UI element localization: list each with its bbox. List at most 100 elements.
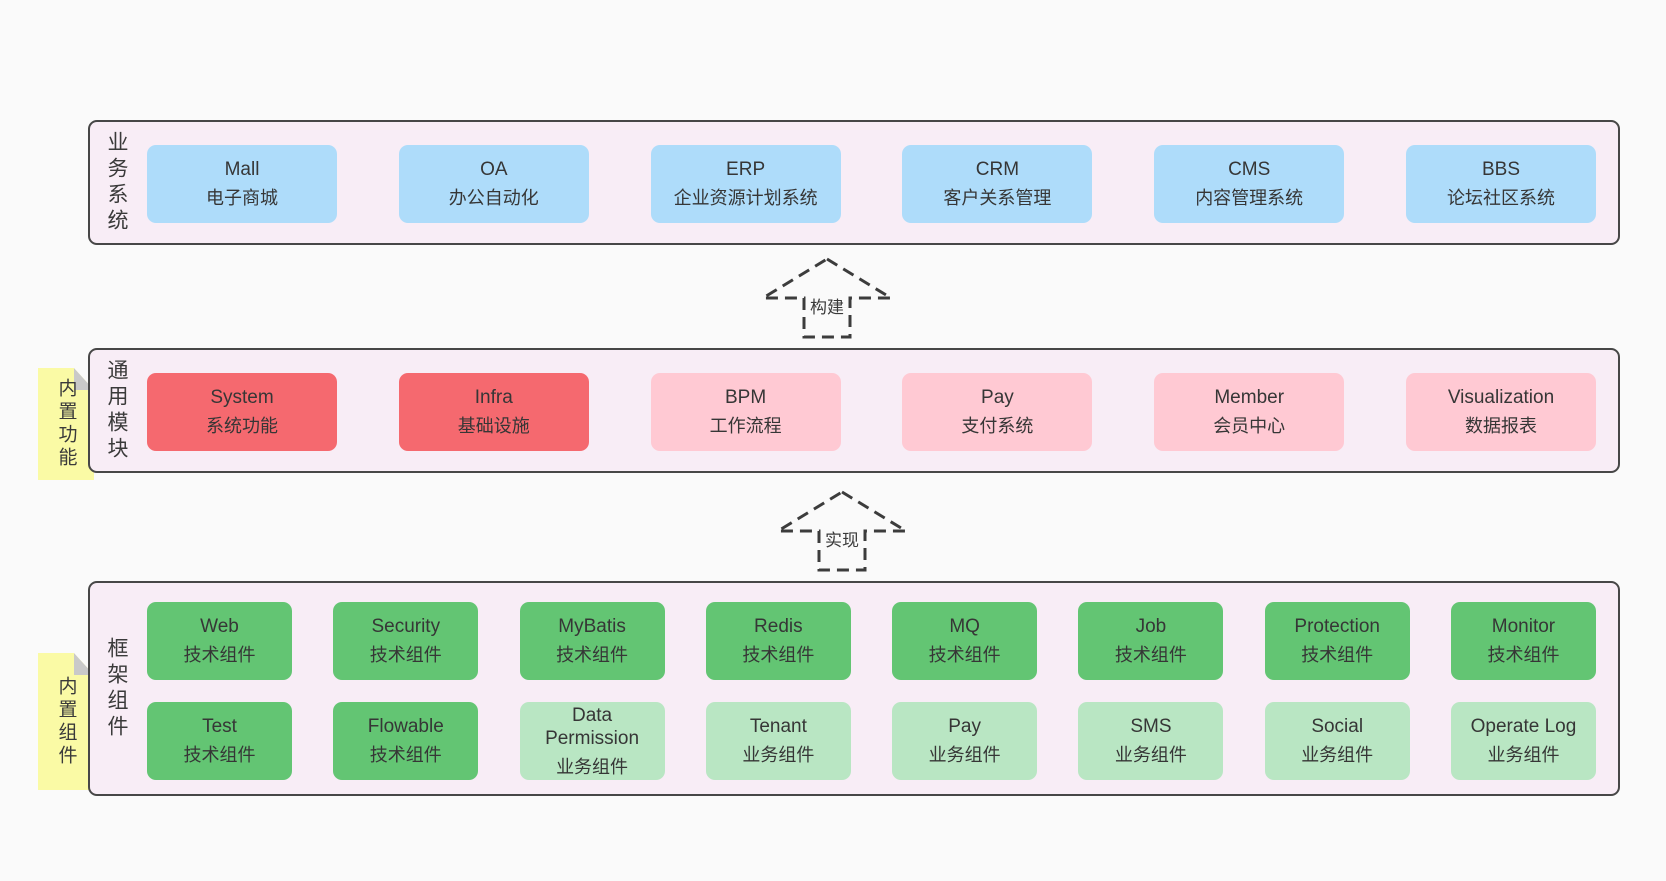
module-desc: 技术组件 (183, 645, 256, 666)
sticky-label: 内置组件 (55, 675, 77, 768)
module-box-protection: Protection 技术组件 (1264, 602, 1410, 680)
module-box-system: System 系统功能 (147, 373, 337, 451)
module-desc: 会员中心 (1213, 416, 1286, 437)
module-box-member: Member 会员中心 (1154, 373, 1345, 451)
module-desc: 业务组件 (1487, 745, 1560, 766)
module-desc: 工作流程 (709, 416, 782, 437)
module-desc: 技术组件 (556, 645, 629, 666)
module-box-sms: SMS 业务组件 (1078, 702, 1224, 780)
module-desc: 技术组件 (1301, 645, 1374, 666)
module-name: MQ (949, 616, 980, 638)
module-box-security: Security 技术组件 (333, 602, 479, 680)
module-box-tenant: Tenant 业务组件 (705, 702, 851, 780)
module-desc: 业务组件 (1301, 745, 1374, 766)
module-box-cms: CMS 内容管理系统 (1154, 145, 1345, 223)
module-name: CRM (975, 159, 1020, 181)
module-name: MyBatis (558, 616, 626, 638)
module-desc: 技术组件 (183, 745, 256, 766)
module-box-mall: Mall 电子商城 (147, 145, 337, 223)
module-box-monitor: Monitor 技术组件 (1450, 602, 1596, 680)
band-label: 框架组件 (105, 636, 128, 741)
module-name: Data Permission (545, 704, 640, 750)
module-box-mybatis: MyBatis 技术组件 (519, 602, 665, 680)
module-name: Security (371, 616, 441, 638)
module-desc: 基础设施 (457, 416, 530, 437)
arrow-label: 构建 (806, 292, 848, 319)
module-name: BPM (725, 387, 767, 409)
module-name: Job (1135, 616, 1167, 638)
module-desc: 技术组件 (1114, 645, 1187, 666)
module-box-job: Job 技术组件 (1078, 602, 1224, 680)
module-desc: 技术组件 (928, 645, 1001, 666)
module-desc: 技术组件 (742, 645, 815, 666)
module-box-web: Web 技术组件 (147, 602, 292, 680)
module-desc: 业务组件 (1114, 745, 1187, 766)
module-name: Flowable (367, 716, 444, 738)
module-name: Monitor (1491, 616, 1556, 638)
module-box-erp: ERP 企业资源计划系统 (650, 145, 841, 223)
module-desc: 论坛社区系统 (1446, 188, 1555, 209)
module-name: SMS (1130, 716, 1172, 738)
module-name: Member (1214, 387, 1285, 409)
module-box-bbs: BBS 论坛社区系统 (1405, 145, 1596, 223)
up-arrow-icon (757, 257, 897, 339)
module-name: System (210, 387, 274, 409)
module-desc: 业务组件 (556, 757, 629, 777)
implement-arrow: 实现 (772, 489, 912, 573)
module-box-mq: MQ 技术组件 (892, 602, 1038, 680)
module-desc: 技术组件 (1487, 645, 1560, 666)
module-desc: 业务组件 (928, 745, 1001, 766)
band-common-modules: 通用模块 System 系统功能 Infra 基础设施 BPM 工作流程 Pay 支付系统 Me… (88, 348, 1620, 473)
module-box-flowable: Flowable 技术组件 (333, 702, 479, 780)
module-name: BBS (1481, 159, 1520, 181)
module-desc: 电子商城 (206, 188, 278, 209)
module-desc: 技术组件 (369, 745, 442, 766)
module-box-data-permission: Data Permission 业务组件 (519, 702, 665, 780)
module-desc: 系统功能 (206, 416, 278, 437)
band-framework-components: 框架组件 Web 技术组件 Security 技术组件 MyBatis 技术组件 Redis… (88, 581, 1620, 796)
module-name: CMS (1228, 159, 1271, 181)
module-name: Mall (224, 159, 260, 181)
module-name: Social (1311, 716, 1364, 738)
module-box-pay: Pay 业务组件 (892, 702, 1038, 780)
module-box-infra: Infra 基础设施 (398, 373, 589, 451)
module-desc: 内容管理系统 (1195, 188, 1304, 209)
module-name: ERP (726, 159, 766, 181)
module-desc: 技术组件 (369, 645, 442, 666)
module-name: OA (480, 159, 508, 181)
module-desc: 业务组件 (742, 745, 815, 766)
module-desc: 企业资源计划系统 (673, 188, 818, 209)
module-name: Pay (981, 387, 1014, 409)
module-name: Redis (754, 616, 803, 638)
module-box-pay: Pay 支付系统 (902, 373, 1093, 451)
band-label: 业务系统 (105, 130, 128, 235)
module-name: Protection (1294, 616, 1380, 638)
sticky-label: 内置功能 (55, 378, 77, 470)
module-box-crm: CRM 客户关系管理 (902, 145, 1093, 223)
band-label: 通用模块 (105, 358, 128, 463)
arrow-label: 实现 (821, 525, 863, 552)
module-desc: 数据报表 (1464, 416, 1537, 437)
module-name: Web (200, 616, 239, 638)
sticky-note-builtin-components: 内置组件 (38, 653, 94, 790)
module-name: Infra (474, 387, 513, 409)
module-name: Pay (948, 716, 981, 738)
up-arrow-icon (772, 490, 912, 572)
module-name: Visualization (1447, 387, 1555, 409)
module-desc: 客户关系管理 (943, 188, 1052, 209)
module-box-social: Social 业务组件 (1264, 702, 1410, 780)
module-name: Tenant (749, 716, 807, 738)
module-desc: 支付系统 (961, 416, 1034, 437)
module-box-bpm: BPM 工作流程 (650, 373, 841, 451)
module-box-visualization: Visualization 数据报表 (1405, 373, 1596, 451)
sticky-note-builtin-features: 内置功能 (38, 368, 94, 480)
build-arrow: 构建 (757, 256, 897, 340)
